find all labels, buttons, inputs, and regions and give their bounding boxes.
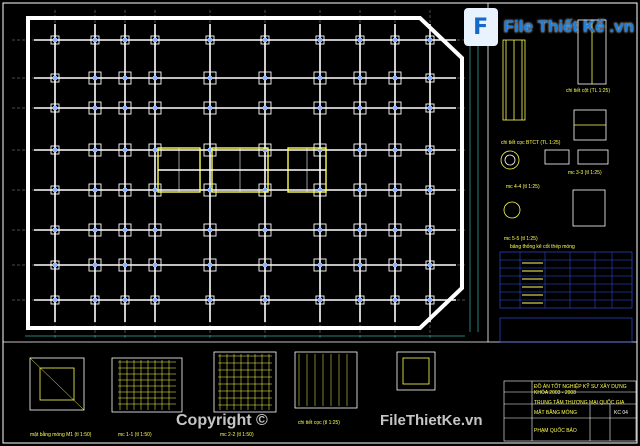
- watermark: F File Thiết Kế .vn: [463, 6, 634, 48]
- core-walls: [157, 147, 327, 193]
- pile-caps: [50, 35, 435, 305]
- title-sheet: KC 04: [614, 410, 628, 416]
- label-sec-22: mc 2-2 (tl 1:50): [220, 432, 254, 438]
- title-line1: ĐỒ ÁN TỐT NGHIỆP KỸ SƯ XÂY DỰNG: [534, 384, 627, 390]
- label-detail-a: chi tiết cọc BTCT (TL 1:25): [501, 140, 561, 146]
- label-steel-table: bảng thống kê cốt thép móng: [510, 244, 575, 250]
- bottom-details: [29, 351, 436, 413]
- label-section-44: mc 4-4 (tl 1:25): [506, 184, 540, 190]
- title-line2: KHÓA 2003 - 2008: [534, 390, 576, 396]
- label-section-55: mc 5-5 (tl 1:25): [504, 236, 538, 242]
- label-pile-plan: mặt bằng móng M1 (tl 1:50): [30, 432, 92, 438]
- title-line3: TRUNG TÂM THƯƠNG MẠI QUỐC GIA: [534, 400, 625, 406]
- pile-section-detail: [500, 19, 609, 227]
- copyright-left: Copyright ©: [176, 412, 268, 429]
- foundation-beams: [34, 24, 456, 322]
- label-pile-detail: chi tiết cọc (tl 1:25): [298, 420, 340, 426]
- foundation-outline: [26, 16, 464, 330]
- title-block-frame: [503, 380, 637, 442]
- dimension-lines: [25, 15, 479, 337]
- grid-axes: [12, 10, 466, 338]
- copyright-right: FileThietKe.vn: [380, 412, 483, 429]
- label-sec-11: mc 1-1 (tl 1:50): [118, 432, 152, 438]
- label-detail-col: chi tiết cột (TL 1:25): [566, 88, 610, 94]
- brand-name: File Thiết Kế .vn: [503, 17, 634, 36]
- title-line4: MẶT BẰNG MÓNG: [534, 410, 577, 416]
- title-line5: PHẠM QUỐC BẢO: [534, 428, 577, 434]
- steel-tables: [499, 251, 633, 343]
- label-section-33: mc 3-3 (tl 1:25): [568, 170, 602, 176]
- folder-logo-icon: F: [463, 8, 498, 46]
